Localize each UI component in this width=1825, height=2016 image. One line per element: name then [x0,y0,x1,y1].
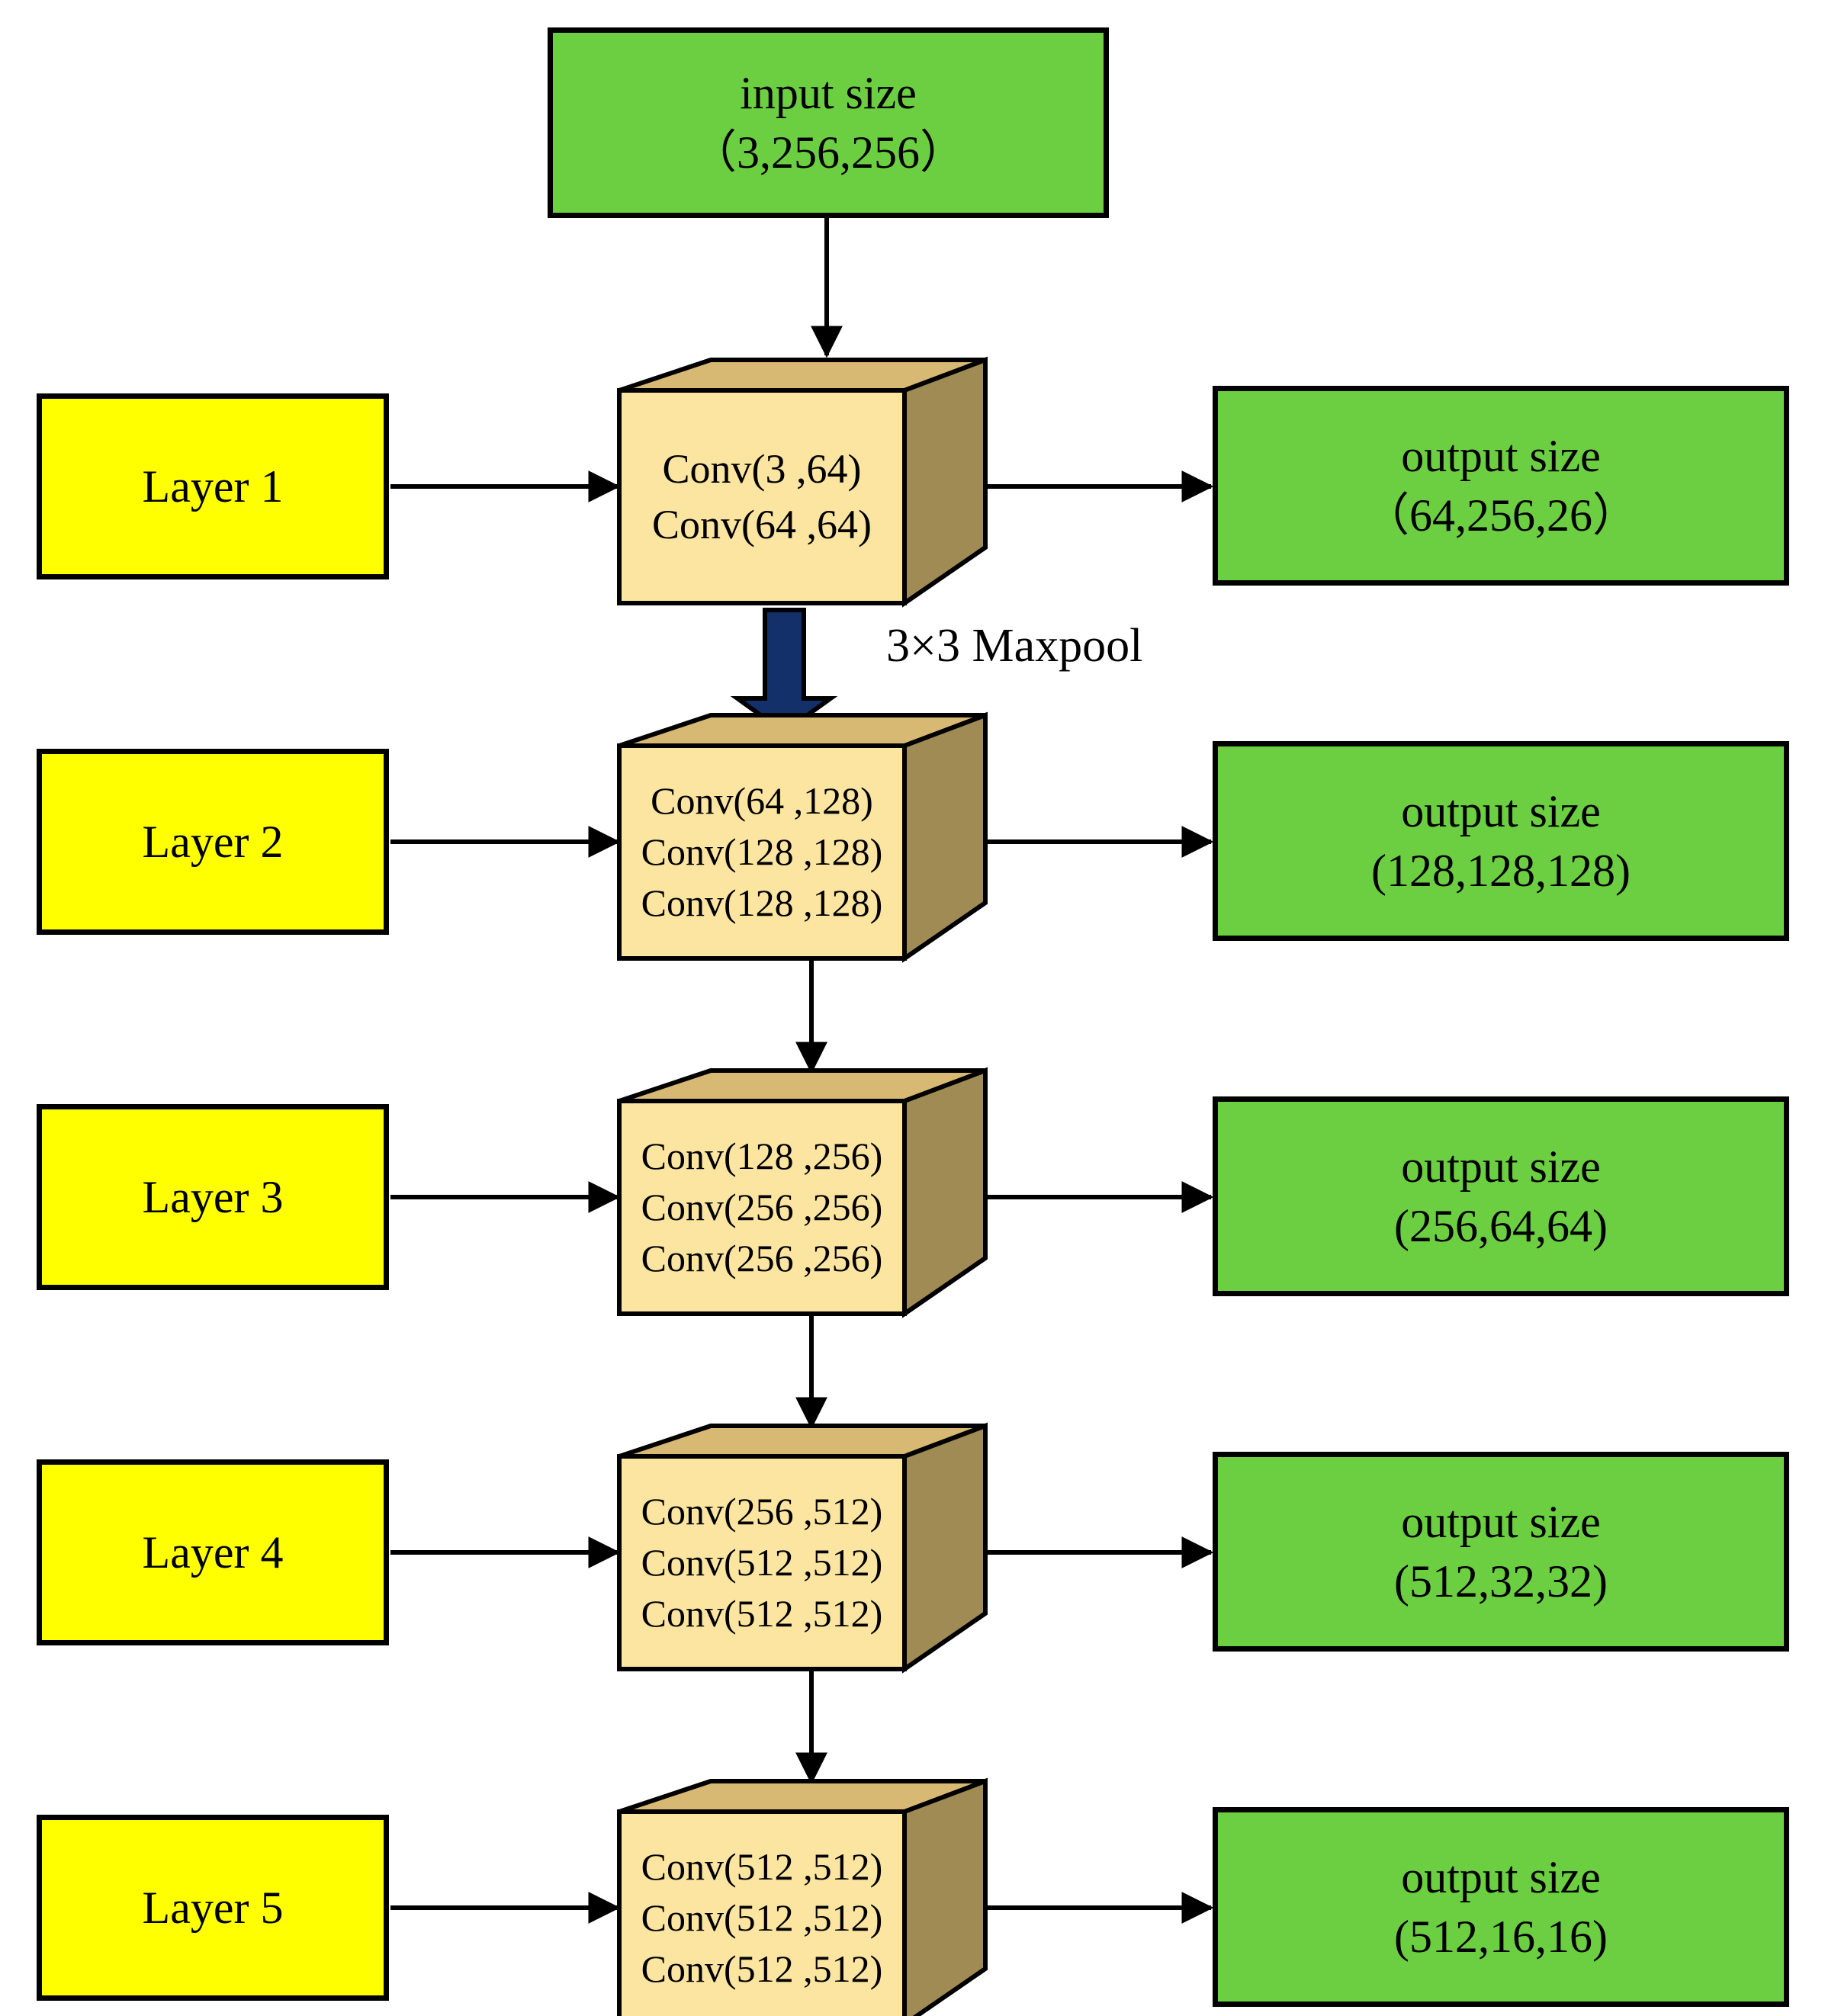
output-size-value: (128,128,128) [1371,846,1631,896]
conv-block-1: Conv(3 ,64) Conv(64 ,64) [617,355,1062,608]
conv-line: Conv(256 ,256) [641,1186,883,1228]
conv-block-4: Conv(256 ,512) Conv(512 ,512) Conv(512 ,… [617,1421,1062,1674]
conv-line: Conv(128 ,128) [641,830,883,873]
layer-label-3: Layer 3 [142,1172,284,1222]
output-size-title: output size [1401,1141,1601,1192]
conv-line: Conv(512 ,512) [641,1845,883,1888]
layer-label-box-5: Layer 5 [37,1815,389,2001]
conv-block-text-2: Conv(64 ,128) Conv(128 ,128) Conv(128 ,1… [619,746,904,958]
cube-side-face-1 [902,356,988,608]
output-size-value: (512,32,32) [1394,1556,1608,1607]
output-size-value: (512,16,16) [1394,1912,1608,1962]
input-size-value: （3,256,256） [691,127,966,178]
output-size-box-1: output size （64,256,26） [1213,386,1789,586]
layer-label-5: Layer 5 [142,1883,284,1933]
input-size-box: input size （3,256,256） [548,27,1109,218]
cube-front-face-3 [617,1099,907,1316]
input-size-title: input size [740,68,917,118]
conv-line: Conv(512 ,512) [641,1541,883,1584]
cube-side-face-4 [902,1422,988,1674]
conv-block-3: Conv(128 ,256) Conv(256 ,256) Conv(256 ,… [617,1066,1062,1318]
layer-label-4: Layer 4 [142,1527,284,1578]
conv-line: Conv(128 ,128) [641,881,883,924]
output-size-title: output size [1401,786,1601,836]
conv-block-5: Conv(512 ,512) Conv(512 ,512) Conv(512 ,… [617,1777,1062,2016]
cube-front-face-5 [617,1809,907,2016]
conv-block-text-5: Conv(512 ,512) Conv(512 ,512) Conv(512 ,… [619,1812,904,2016]
output-size-title: output size [1401,1497,1601,1547]
conv-block-text-4: Conv(256 ,512) Conv(512 ,512) Conv(512 ,… [619,1456,904,1669]
maxpool-label: 3×3 Maxpool [886,620,1143,672]
cube-side-face-5 [902,1777,988,2016]
output-size-box-4: output size (512,32,32) [1213,1452,1789,1652]
conv-line: Conv(512 ,512) [641,1896,883,1939]
output-size-title: output size [1401,431,1601,481]
layer-label-box-4: Layer 4 [37,1459,389,1645]
conv-block-text-1: Conv(3 ,64) Conv(64 ,64) [619,390,904,603]
cube-side-face-2 [902,711,988,963]
cube-front-face-2 [617,743,907,961]
conv-line: Conv(256 ,256) [641,1237,883,1279]
conv-line: Conv(256 ,512) [641,1490,883,1533]
output-size-title: output size [1401,1852,1601,1902]
cube-side-face-3 [902,1067,988,1318]
output-size-value: （64,256,26） [1364,490,1638,541]
conv-line: Conv(64 ,64) [652,501,872,547]
conv-line: Conv(512 ,512) [641,1947,883,1990]
layer-label-box-2: Layer 2 [37,749,389,935]
output-size-box-3: output size (256,64,64) [1213,1096,1789,1296]
output-size-value: (256,64,64) [1394,1201,1608,1251]
layer-label-box-3: Layer 3 [37,1104,389,1290]
layer-label-2: Layer 2 [142,817,284,867]
output-size-box-5: output size (512,16,16) [1213,1807,1789,2007]
cube-front-face-4 [617,1454,907,1671]
conv-block-text-3: Conv(128 ,256) Conv(256 ,256) Conv(256 ,… [619,1101,904,1314]
conv-block-2: Conv(64 ,128) Conv(128 ,128) Conv(128 ,1… [617,711,1062,963]
layer-label-1: Layer 1 [142,461,284,512]
layer-label-box-1: Layer 1 [37,393,389,579]
conv-line: Conv(64 ,128) [651,779,873,822]
conv-line: Conv(3 ,64) [662,446,862,493]
output-size-box-2: output size (128,128,128) [1213,741,1789,941]
conv-line: Conv(512 ,512) [641,1592,883,1635]
cube-front-face-1 [617,388,907,605]
conv-line: Conv(128 ,256) [641,1135,883,1177]
